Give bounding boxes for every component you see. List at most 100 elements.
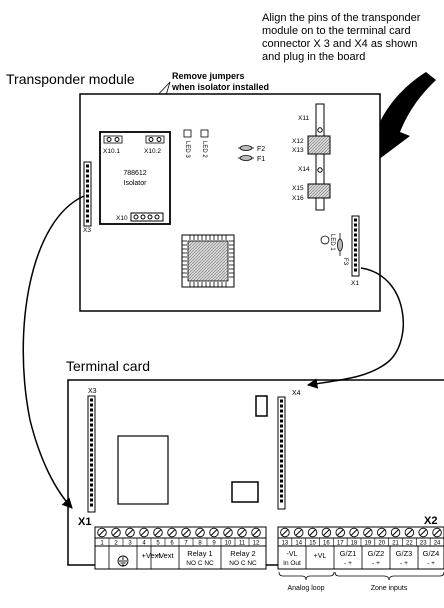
connector-pin: [354, 268, 357, 272]
connector-pin: [90, 418, 93, 422]
terminal-number: 24: [434, 541, 441, 547]
terminal-number: 7: [184, 541, 188, 547]
fuse-f2-icon: [238, 145, 254, 151]
connector-pin: [280, 429, 283, 433]
module-x3-pins: [86, 164, 89, 223]
vl-in-out-label: In Out: [283, 560, 301, 567]
connector-pin: [280, 474, 283, 478]
ground-icon: [117, 555, 129, 567]
terminal-number: 18: [351, 541, 358, 547]
module-x1-pins: [354, 218, 357, 272]
vl-plus-label: +VL: [314, 553, 327, 560]
connector-pin: [86, 174, 89, 178]
connector-pin: [280, 454, 283, 458]
analog-loop-bracket: [278, 571, 335, 581]
terminal-number: 4: [142, 541, 146, 547]
card-x4-pins: [280, 399, 283, 503]
jumpers-text-line-1: Remove jumpers: [172, 71, 245, 81]
x10-label: X10: [116, 215, 128, 222]
connector-pin: [90, 483, 93, 487]
terminal-card-title: Terminal card: [66, 358, 150, 374]
terminal-number: 21: [392, 541, 399, 547]
align-text-line-1: Align the pins of the transponder: [262, 12, 421, 24]
jumper-x15-x16: [307, 183, 331, 199]
connector-pin: [90, 453, 93, 457]
connector-pin: [280, 444, 283, 448]
terminal-number: 15: [309, 541, 316, 547]
x14-label: X14: [298, 166, 310, 173]
gz1-polarity: - +: [344, 560, 352, 567]
card-x1-label: X1: [78, 516, 91, 528]
align-text-line-2: module on to the terminal card: [262, 25, 411, 37]
connector-pin: [280, 479, 283, 483]
connector-pin: [354, 218, 357, 222]
analog-loop-label: Analog loop: [288, 585, 325, 592]
connector-pin: [354, 258, 357, 262]
led-3-label: LED 3: [184, 141, 190, 158]
fuse-f1-label: F1: [257, 156, 265, 163]
module-x3-label: X3: [83, 227, 91, 234]
x16-label: X16: [292, 195, 304, 202]
relay-1-contacts: NO C NC: [186, 560, 214, 567]
connector-pin: [90, 478, 93, 482]
connector-pin: [86, 219, 89, 223]
fuse-f1-icon: [238, 155, 254, 161]
x10-2-jumper: [145, 135, 165, 144]
connector-pin: [280, 499, 283, 503]
connector-pin: [90, 413, 93, 417]
terminal-number: 3: [128, 541, 132, 547]
led-2-icon: [200, 129, 209, 138]
jumper-x12-x13: [307, 135, 331, 155]
vext-plus-label: +Vext: [142, 551, 162, 560]
fuse-f3-label: F3: [342, 258, 348, 266]
isolator-label: Isolator: [124, 180, 148, 187]
x12-label: X12: [292, 138, 304, 145]
connector-pin: [90, 433, 93, 437]
isolator-board: [99, 131, 171, 225]
module-x1-label: X1: [351, 280, 359, 287]
vext-minus-label: -Vext: [156, 551, 174, 560]
isolator-part-number: 788612: [123, 170, 146, 177]
connector-pin: [90, 423, 93, 427]
relay-component-top: [255, 395, 268, 417]
transponder-module-title: Transponder module: [6, 71, 135, 87]
connector-pin: [280, 439, 283, 443]
align-text-line-3: connector X 3 and X4 as shown: [262, 38, 417, 50]
x11-x16-strip: [315, 103, 325, 211]
connector-pin: [354, 238, 357, 242]
connector-pin: [90, 503, 93, 507]
terminal-number: 11: [239, 541, 246, 547]
connector-pin: [354, 223, 357, 227]
connector-pin: [280, 459, 283, 463]
gz4-label: G/Z4: [423, 549, 440, 558]
align-instructions: Align the pins of the transponder module…: [262, 12, 421, 63]
connector-pin: [90, 443, 93, 447]
terminal-number: 2: [114, 541, 118, 547]
connector-pin: [280, 494, 283, 498]
terminal-number: 14: [295, 541, 302, 547]
gz3-label: G/Z3: [396, 549, 413, 558]
connector-pin: [354, 233, 357, 237]
zone-inputs-bracket: [334, 571, 444, 581]
connector-pin: [354, 263, 357, 267]
connector-pin: [280, 404, 283, 408]
connector-pin: [86, 179, 89, 183]
led-3-icon: [183, 129, 192, 138]
connector-pin: [354, 248, 357, 252]
terminal-number: 19: [365, 541, 372, 547]
terminal-number: 20: [378, 541, 385, 547]
led-1-icon: [320, 235, 330, 245]
card-x4-label: X4: [292, 390, 301, 397]
transformer-block: [117, 435, 169, 505]
gz1-label: G/Z1: [340, 549, 357, 558]
terminal-number: 22: [406, 541, 413, 547]
connector-pin: [86, 164, 89, 168]
connector-pin: [280, 484, 283, 488]
gz2-polarity: - +: [372, 560, 380, 567]
connector-pin: [86, 184, 89, 188]
connector-pin: [280, 409, 283, 413]
transponder-board: X10.1 X10.2 788612 Isolator X10 X3 LED 3…: [79, 93, 381, 312]
relay-2-contacts: NO C NC: [229, 560, 257, 567]
terminal-number: 23: [420, 541, 427, 547]
